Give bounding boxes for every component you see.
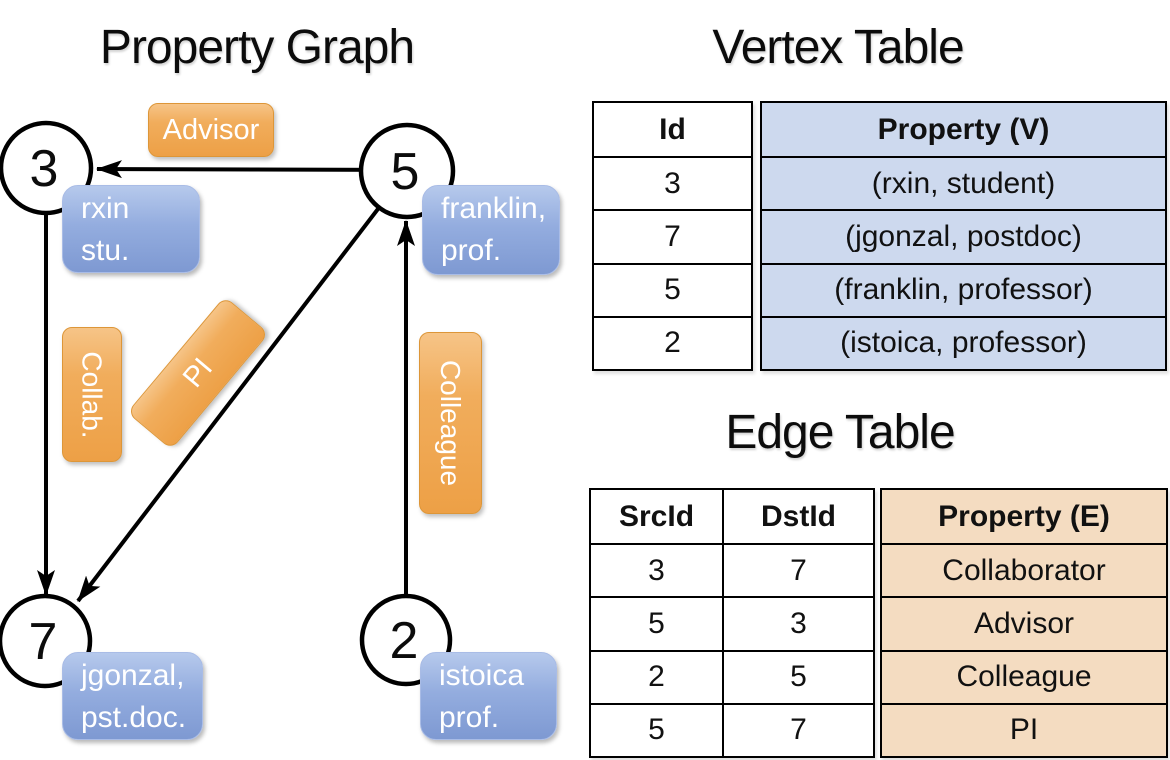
- edge-table-header-property: Property (E): [938, 499, 1110, 533]
- edge-dst-cell: 7: [722, 545, 873, 597]
- edge-src-cell: 5: [648, 713, 665, 747]
- edge-table-id-columns: SrcId DstId 3 7 5 3 2 5 5 7: [589, 488, 875, 758]
- vertex-label-2: istoica prof.: [420, 652, 557, 740]
- edge-property-cell: Colleague: [956, 660, 1092, 694]
- vertex-property-cell: (rxin, student): [871, 166, 1056, 200]
- vertex-id-cell: 3: [664, 166, 681, 200]
- edge-label-colleague: Colleague: [419, 332, 482, 514]
- edge-property-cell: Advisor: [973, 606, 1075, 640]
- vertex-label-7-line2: pst.doc.: [81, 701, 187, 734]
- vertex-table-title: Vertex Table: [712, 21, 964, 74]
- table-row: PI: [882, 702, 1166, 756]
- edge-dst-cell: 3: [722, 598, 873, 650]
- table-row: (jgonzal, postdoc): [762, 209, 1165, 262]
- table-row: (istoica, professor): [762, 315, 1165, 369]
- edge-advisor-5-3: [96, 160, 408, 179]
- property-graph-title: Property Graph: [99, 21, 415, 74]
- table-row: Advisor: [882, 596, 1166, 649]
- edge-dst-cell: 7: [722, 704, 873, 756]
- node-3-id: 3: [30, 140, 59, 198]
- vertex-label-3: rxin stu.: [62, 185, 200, 273]
- edge-src-cell: 5: [648, 606, 665, 640]
- table-row: 5 3: [591, 596, 873, 650]
- vertex-id-cell: 2: [664, 326, 681, 360]
- edge-property-cell: Collaborator: [942, 553, 1106, 587]
- edge-src-cell: 3: [648, 553, 665, 587]
- vertex-label-5: franklin, prof.: [422, 185, 560, 275]
- edge-label-colleague-text: Colleague: [435, 359, 467, 487]
- table-row: 3: [594, 156, 751, 209]
- table-row: Collaborator: [882, 543, 1166, 596]
- vertex-id-cell: 5: [664, 273, 681, 307]
- node-2-id: 2: [390, 612, 419, 670]
- edge-table-header-srcid: SrcId: [618, 499, 695, 533]
- edge-label-pi-text: PI: [176, 351, 219, 394]
- edge-src-cell: 2: [648, 660, 665, 694]
- vertex-label-2-line2: prof.: [439, 701, 500, 734]
- edge-table-header-dstid: DstId: [722, 490, 873, 544]
- table-row: 5: [594, 262, 751, 316]
- table-row: 2: [594, 315, 751, 369]
- vertex-property-cell: (jgonzal, postdoc): [845, 219, 1082, 253]
- table-row: (rxin, student): [762, 156, 1165, 209]
- graph-canvas: 3 5 7 2: [0, 120, 456, 689]
- vertex-label-5-line2: prof.: [441, 234, 502, 267]
- vertex-table-header-id: Id: [659, 112, 686, 146]
- table-row: Colleague: [882, 649, 1166, 703]
- edge-table-property-column: Property (E) Collaborator Advisor Collea…: [880, 488, 1168, 758]
- vertex-id-cell: 7: [664, 219, 681, 253]
- vertex-label-3-line2: stu.: [81, 234, 130, 267]
- edge-label-advisor-text: Advisor: [162, 113, 260, 146]
- edge-table-title: Edge Table: [725, 406, 955, 459]
- table-row: (franklin, professor): [762, 262, 1165, 316]
- vertex-table-property-column: Property (V) (rxin, student) (jgonzal, p…: [760, 101, 1167, 371]
- vertex-label-7: jgonzal, pst.doc.: [62, 652, 203, 740]
- vertex-label-3-line1: rxin: [81, 192, 130, 225]
- vertex-label-5-line1: franklin,: [441, 192, 547, 225]
- vertex-property-cell: (istoica, professor): [840, 326, 1087, 360]
- table-row: 2 5: [591, 649, 873, 703]
- edge-label-collab-text: Collab.: [77, 350, 109, 439]
- edge-property-cell: PI: [1009, 713, 1039, 747]
- table-row: 3 7: [591, 543, 873, 597]
- node-5-id: 5: [391, 143, 420, 201]
- edge-dst-cell: 5: [722, 651, 873, 703]
- vertex-table-header-property: Property (V): [877, 112, 1050, 146]
- node-7-id: 7: [29, 613, 58, 671]
- edge-pi-5-7: [76, 169, 409, 603]
- vertex-property-cell: (franklin, professor): [834, 273, 1093, 307]
- vertex-table-id-column: Id 3 7 5 2: [592, 101, 753, 371]
- vertex-label-7-line1: jgonzal,: [81, 659, 185, 692]
- vertex-label-2-line1: istoica: [439, 659, 525, 692]
- table-row: 5 7: [591, 702, 873, 756]
- table-row: 7: [594, 209, 751, 262]
- edge-label-advisor: Advisor: [148, 103, 274, 157]
- edge-label-collab: Collab.: [62, 327, 122, 462]
